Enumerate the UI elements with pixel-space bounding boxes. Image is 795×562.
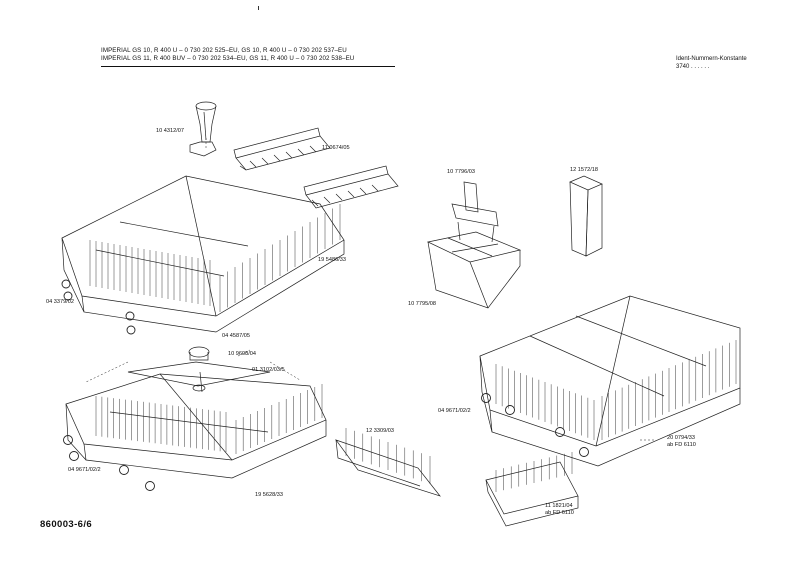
part-label: 04 9671/02/2 [438, 408, 471, 414]
part-label: 10 7796/03 [447, 169, 475, 175]
part-label: 19 5486/33 [318, 257, 346, 263]
spray-arm [127, 346, 271, 393]
lower-basket [65, 373, 327, 479]
cup-rack-part-lower [303, 165, 399, 209]
document-code: 860003-6/6 [40, 519, 93, 530]
part-label: 12 1572/18 [570, 167, 598, 173]
ident-title: Ident-Nummern-Konstante [676, 56, 747, 62]
part-label: 10 7795/08 [408, 301, 436, 307]
part-label: 01 3102/03/5 [252, 367, 285, 373]
upper-basket-wheels [61, 279, 136, 335]
part-label: 19 5628/33 [255, 492, 283, 498]
funnel-part [189, 101, 217, 157]
ident-block: Ident-Nummern-Konstante 3740 . . . . . . [676, 55, 747, 71]
right-basket [479, 295, 741, 467]
part-label: ab FD 6110 [545, 510, 574, 516]
upper-basket [61, 175, 345, 333]
cup-rack-part-upper [233, 127, 331, 171]
header-underline [101, 66, 395, 67]
part-label: 10 9698/04 [228, 351, 256, 357]
part-label: 11 1821/04 [545, 503, 573, 509]
part-label: 04 4587/05 [222, 333, 250, 339]
part-label: 11 0674/05 [322, 145, 350, 151]
model-header: IMPERIAL GS 10, R 400 U – 0 730 202 525–… [101, 47, 401, 67]
model-line-1: IMPERIAL GS 10, R 400 U – 0 730 202 525–… [101, 47, 347, 54]
part-label: 20 0794/33 [667, 435, 695, 441]
model-line-2: IMPERIAL GS 11, R 400 BUV – 0 730 202 53… [101, 55, 355, 62]
part-label: 04 3379/02 [46, 299, 74, 305]
part-label: 12 3309/03 [366, 428, 394, 434]
part-label: ab FD 6110 [667, 442, 696, 448]
cutlery-insert-right [485, 461, 579, 527]
cutlery-insert-center [335, 439, 441, 497]
leader-lines [85, 138, 655, 441]
narrow-cutlery-box [569, 175, 603, 257]
top-tick-mark [258, 6, 259, 10]
ident-value: 3740 . . . . . . [676, 64, 710, 70]
part-label: 10 4312/07 [156, 128, 184, 134]
cutlery-basket-handle [451, 181, 499, 243]
cutlery-basket [426, 231, 522, 309]
basket-wire-ribs [89, 204, 737, 492]
part-label: 04 9671/02/2 [68, 467, 101, 473]
lower-basket-wheels [63, 435, 155, 491]
